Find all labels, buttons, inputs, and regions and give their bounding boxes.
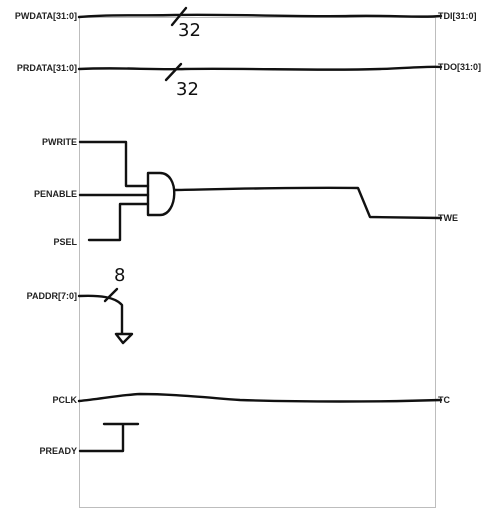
label-tdi: TDI[31:0]	[438, 11, 477, 21]
label-pready: PREADY	[39, 446, 77, 456]
pwdata-width-annotation: 32	[178, 20, 201, 41]
label-pclk: PCLK	[52, 395, 78, 405]
paddr-width-annotation: 8	[114, 265, 126, 286]
label-prdata: PRDATA[31:0]	[16, 63, 77, 73]
paddr-bus-slash	[103, 287, 119, 303]
label-penable: PENABLE	[33, 189, 77, 199]
psel-wire	[87, 202, 150, 242]
paddr-wire	[77, 294, 124, 335]
label-twe: TWE	[438, 213, 458, 223]
label-tdo: TDO[31:0]	[438, 62, 482, 72]
pclk-tc-wire	[77, 392, 443, 403]
prdata-bus-slash	[164, 62, 183, 82]
pwrite-wire	[78, 140, 150, 188]
label-paddr: PADDR[7:0]	[26, 291, 77, 301]
label-psel: PSEL	[53, 237, 77, 247]
module-boundary	[79, 17, 436, 508]
label-pwdata: PWDATA[31:0]	[14, 11, 77, 21]
label-pwrite: PWRITE	[42, 137, 77, 147]
prdata-tdo-wire	[77, 65, 443, 71]
pready-wire	[78, 422, 140, 453]
prdata-width-annotation: 32	[176, 79, 199, 100]
and-gate	[146, 171, 176, 217]
ground-symbol	[114, 332, 134, 345]
label-tc: TC	[438, 395, 450, 405]
pwdata-bus-slash	[170, 6, 188, 27]
pwdata-tdi-wire	[77, 13, 443, 19]
twe-wire	[173, 186, 443, 220]
